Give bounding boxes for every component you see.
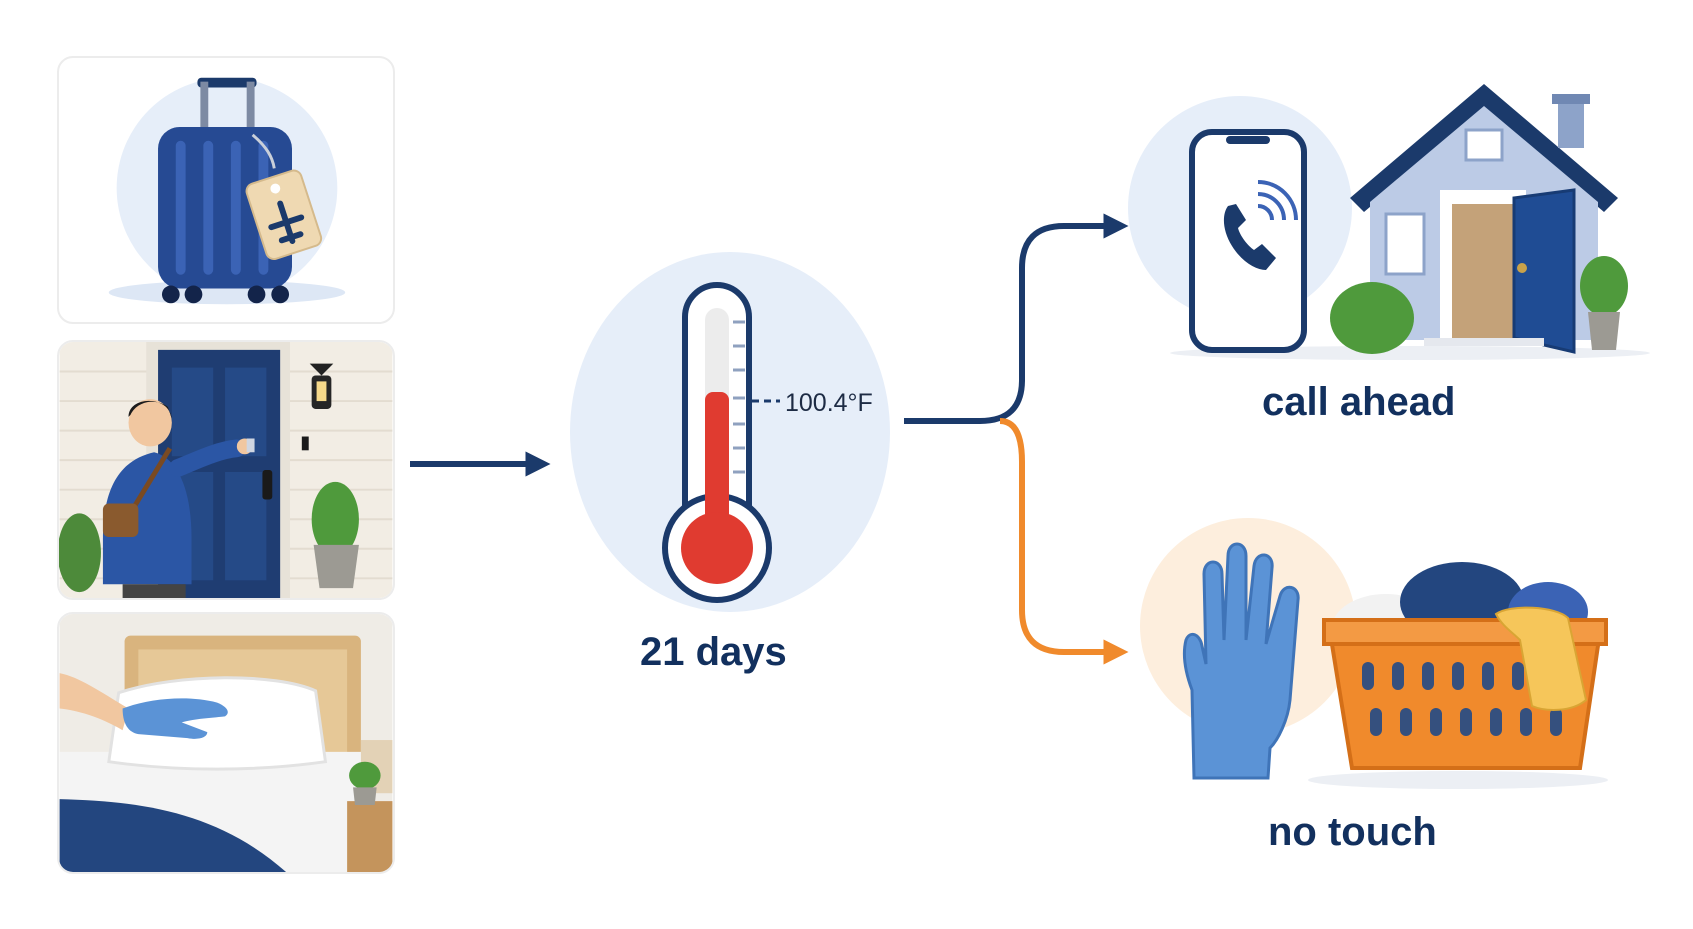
- bed-glove-icon: [59, 614, 393, 872]
- no-touch-label: no touch: [1268, 810, 1437, 854]
- clean-panel: [57, 612, 395, 874]
- arrive-panel: [57, 340, 395, 600]
- thermometer-icon: [570, 252, 890, 612]
- call-ahead-label: call ahead: [1262, 380, 1456, 424]
- flow-arrow-call: [904, 213, 1129, 424]
- glove-laundry-icon: [1140, 518, 1608, 789]
- phone-house-icon: [1128, 84, 1650, 360]
- travel-panel: [57, 56, 395, 324]
- suitcase-icon: [108, 77, 346, 305]
- temperature-threshold-label: 100.4°F: [785, 389, 873, 417]
- door-icon: [59, 342, 393, 598]
- monitoring-duration-label: 21 days: [640, 630, 787, 674]
- flow-arrow-touch: [999, 418, 1129, 665]
